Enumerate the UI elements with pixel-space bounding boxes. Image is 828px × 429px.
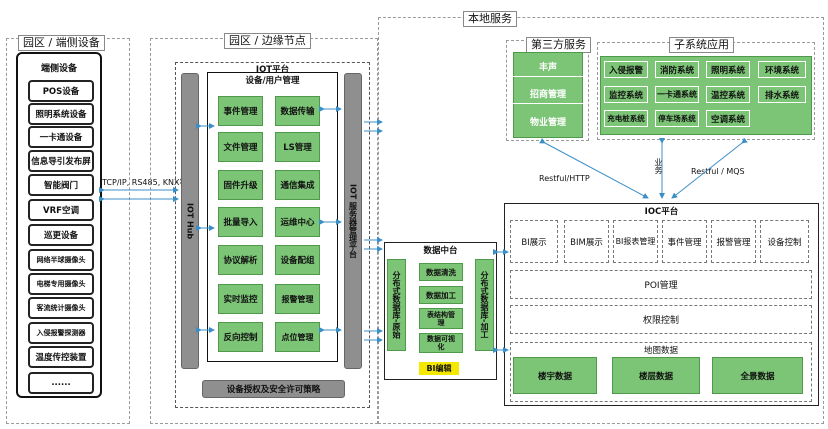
map-data-box xyxy=(510,342,812,402)
local-service-section xyxy=(378,17,824,424)
ioc-module: 报警管理 xyxy=(711,220,756,263)
third-party-item: 招商管理 xyxy=(513,87,583,104)
iot-module: 批量导入 xyxy=(218,207,263,237)
map-data-title: 地图数据 xyxy=(643,346,678,356)
iot-module: 数据传输 xyxy=(275,96,320,126)
ioc-module: 设备控制 xyxy=(760,220,809,263)
data-item-label: 数据可视化 xyxy=(427,335,455,351)
protocol-label: TCP/IP, RS485, KNX等 xyxy=(102,178,188,187)
poi-management: POI管理 xyxy=(510,270,812,299)
iot-platform-box xyxy=(175,62,370,408)
device-item: 一卡通设备 xyxy=(28,126,94,148)
device-item: 智能阀门 xyxy=(28,174,94,196)
iot-hub-bar: IOT Hub xyxy=(181,73,199,369)
subsystem-label: 子系统应用 xyxy=(669,37,734,53)
device-panel: 端侧设备 POS设备 照明系统设备 一卡通设备 信息导引发布屏 智能阀门 VRF… xyxy=(16,52,102,398)
ioc-module: 事件管理 xyxy=(662,220,707,263)
device-item: 巡更设备 xyxy=(28,224,94,246)
iot-module: 事件管理 xyxy=(218,96,263,126)
subsystem-item: 消防系统 xyxy=(655,61,699,78)
iot-module: 反向控制 xyxy=(218,322,263,352)
iot-server-bar: IOT 服务器管理平台 xyxy=(344,73,362,369)
bi-edit-button[interactable]: BI编辑 xyxy=(419,362,459,375)
ioc-platform-box xyxy=(504,203,819,406)
data-center-title: 数据中台 xyxy=(423,246,458,256)
dist-db-raw-label: 分布式数据库-原始 xyxy=(392,271,401,339)
map-item: 全景数据 xyxy=(712,357,803,394)
subsystem-item: 充电桩系统 xyxy=(604,110,648,127)
data-item: 数据可视化 xyxy=(419,333,463,353)
dist-db-processed-label: 分布式数据库-加工 xyxy=(480,271,489,339)
iot-platform-title: IOT平台 xyxy=(255,65,290,75)
security-policy-bar: 设备授权及安全许可策略 xyxy=(202,380,345,398)
device-item: 电梯专用摄像头 xyxy=(28,273,94,295)
subsystem-item: 空调系统 xyxy=(706,110,750,127)
iot-module: LS管理 xyxy=(275,132,320,162)
ioc-module: BIM展示 xyxy=(564,220,609,263)
iot-module: 通信集成 xyxy=(275,170,320,200)
iot-module: 报警管理 xyxy=(275,284,320,314)
device-panel-title: 端侧设备 xyxy=(40,64,77,74)
dist-db-processed: 分布式数据库-加工 xyxy=(475,259,494,351)
device-item: ...... xyxy=(28,372,94,394)
subsystem-item: 环境系统 xyxy=(758,61,806,78)
iot-module: 设备配组 xyxy=(275,245,320,275)
park-edge-label: 园区 / 边缘节点 xyxy=(224,33,311,49)
device-item: 网络半球摄像头 xyxy=(28,249,94,271)
device-item: 信息导引发布屏 xyxy=(28,150,94,172)
iot-module: 实时监控 xyxy=(218,284,263,314)
device-item: 入侵报警探测器 xyxy=(28,322,94,344)
iot-module: 固件升级 xyxy=(218,170,263,200)
iot-module: 协议解析 xyxy=(218,245,263,275)
subsystem-item: 入侵报警 xyxy=(604,61,648,78)
data-item: 表结构管理 xyxy=(419,308,463,329)
ioc-module: BI报表管理 xyxy=(613,220,658,263)
third-party-panel xyxy=(513,52,583,138)
device-item: 客流统计摄像头 xyxy=(28,297,94,319)
device-item: POS设备 xyxy=(28,80,94,102)
device-item: 温度传控装置 xyxy=(28,346,94,368)
device-item: 照明系统设备 xyxy=(28,103,94,125)
subsystem-item: 照明系统 xyxy=(706,61,750,78)
subsystem-item: 排水系统 xyxy=(758,86,806,103)
device-user-mgmt-title: 设备/用户管理 xyxy=(245,76,300,86)
subsystem-item: 停车场系统 xyxy=(655,110,699,127)
iot-module: 文件管理 xyxy=(218,132,263,162)
data-item: 数据加工 xyxy=(419,286,463,304)
permission-control: 权限控制 xyxy=(510,305,812,334)
data-item-label: 表结构管理 xyxy=(427,310,455,327)
business-label: 业务 xyxy=(654,158,663,174)
dist-db-raw: 分布式数据库-原始 xyxy=(387,259,406,351)
data-item: 数据清洗 xyxy=(419,263,463,281)
iot-module: 点位管理 xyxy=(275,322,320,352)
third-party-item: 物业管理 xyxy=(529,118,566,128)
subsystem-item: 监控系统 xyxy=(604,86,648,103)
local-service-label: 本地服务 xyxy=(463,11,517,27)
subsystem-item: 温控系统 xyxy=(706,86,750,103)
ioc-module: BI展示 xyxy=(510,220,558,263)
third-party-item: 丰声 xyxy=(513,60,583,77)
data-center-box xyxy=(384,242,497,380)
park-device-label: 园区 / 端侧设备 xyxy=(18,35,105,51)
map-item: 楼宇数据 xyxy=(513,357,597,394)
ioc-platform-title: IOC平台 xyxy=(644,207,679,217)
map-item: 楼层数据 xyxy=(612,357,700,394)
device-item: VRF空调 xyxy=(28,199,94,221)
subsystem-item: 一卡通系统 xyxy=(655,86,699,103)
